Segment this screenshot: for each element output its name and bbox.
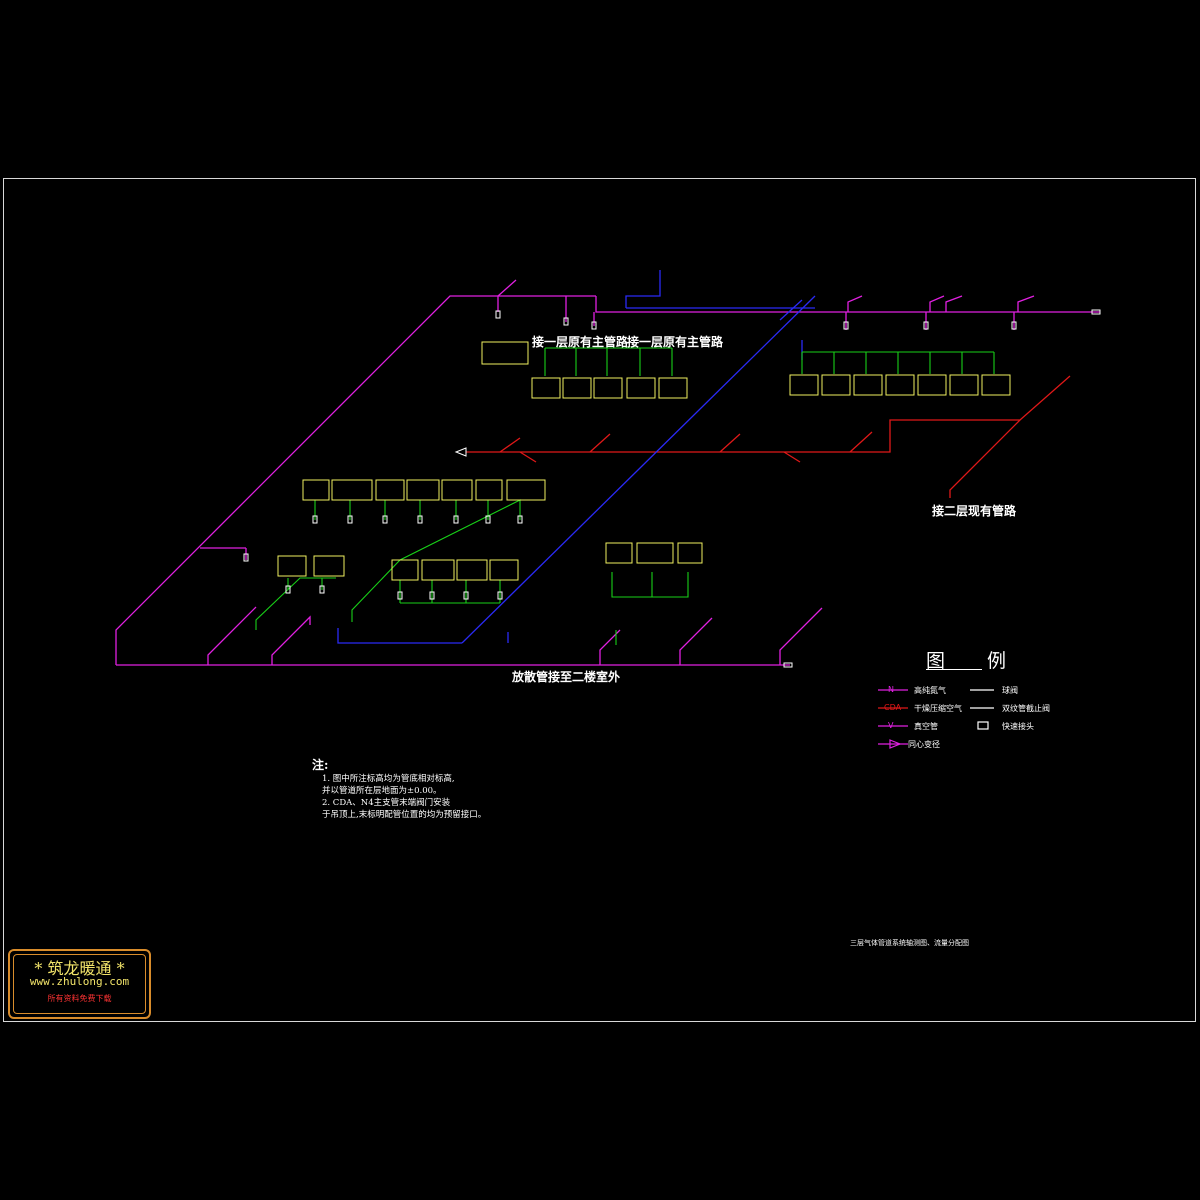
logo-line-3: 所有资料免费下载 bbox=[47, 994, 112, 1003]
label-connect-1b: 接一层原有主管路 bbox=[627, 335, 724, 349]
legend-underline bbox=[926, 669, 982, 670]
valve-markers bbox=[243, 309, 1101, 668]
zhulong-logo: * 筑龙暖通 * www.zhulong.com 所有资料免费下载 bbox=[8, 949, 151, 1019]
drawing-title: 三层气体管道系统轴测图、流量分配图 bbox=[850, 939, 969, 947]
legend-symbols bbox=[878, 689, 994, 749]
legend-code-n: N bbox=[888, 685, 894, 694]
note-line-4: 于吊顶上,末标明配管位置的均为预留接口。 bbox=[322, 810, 487, 820]
drawing-frame bbox=[3, 178, 1196, 1022]
notes-heading: 注: bbox=[312, 758, 329, 772]
equipment-boxes bbox=[277, 341, 1011, 581]
legend-text-ball-valve: 球阀 bbox=[1002, 686, 1018, 695]
note-line-2: 并以管道所在层地面为±0.00。 bbox=[322, 786, 442, 796]
legend-title: 图 例 bbox=[926, 650, 1025, 672]
note-line-3: 2. CDA、N4主支管末端阀门安装 bbox=[322, 798, 451, 808]
note-line-1: 1. 图中所注标高均为管底相对标高, bbox=[322, 774, 455, 784]
logo-line-1: * 筑龙暖通 * bbox=[34, 959, 125, 978]
notes-block: 注: 1. 图中所注标高均为管底相对标高, 并以管道所在层地面为±0.00。 2… bbox=[312, 756, 486, 821]
legend-code-v: V bbox=[888, 721, 894, 730]
legend-code-cda: CDA bbox=[884, 703, 902, 712]
nitrogen-pipe-network bbox=[115, 279, 1100, 666]
legend-text-n: 高纯氮气 bbox=[914, 686, 946, 695]
legend-text-bellows-valve: 双纹管截止阀 bbox=[1002, 704, 1050, 713]
legend-text-v: 真空管 bbox=[914, 722, 938, 731]
vacuum-pipe-network bbox=[337, 270, 816, 644]
legend-text-quick-connector: 快速接头 bbox=[1002, 722, 1034, 731]
label-connect-2: 接二层现有管路 bbox=[932, 504, 1017, 518]
legend-text-cda: 干燥压缩空气 bbox=[914, 704, 962, 713]
legend-text-reducer: 同心变径 bbox=[908, 740, 940, 749]
label-connect-1a: 接一层原有主管路 bbox=[532, 335, 629, 349]
cda-pipe-network bbox=[466, 375, 1071, 498]
label-vent-outdoor: 放散管接至二楼室外 bbox=[512, 670, 621, 684]
logo-line-2: www.zhulong.com bbox=[29, 975, 130, 988]
